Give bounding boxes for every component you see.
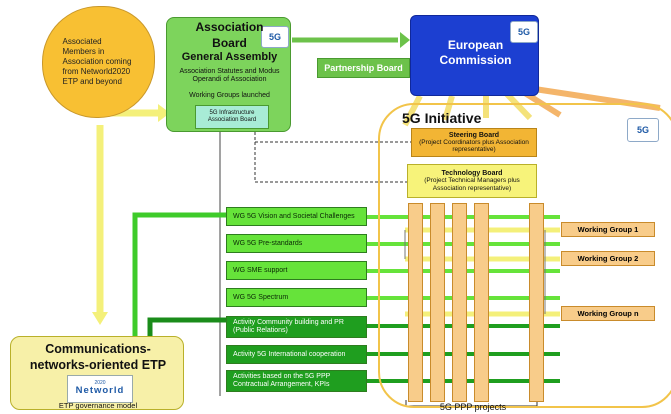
project-bar bbox=[452, 203, 467, 402]
project-bar bbox=[430, 203, 445, 402]
projects-label: 5G PPP projects bbox=[439, 402, 507, 412]
project-bar bbox=[408, 203, 423, 402]
wg-vision: WG 5G Vision and Societal Challenges bbox=[226, 207, 367, 226]
working-group-2: Working Group 2 bbox=[561, 251, 655, 266]
steering-board-title: Steering Board bbox=[448, 131, 500, 139]
technology-board-title: Technology Board bbox=[441, 170, 503, 178]
association-title-1: Association bbox=[195, 20, 264, 34]
commission-title-1: European bbox=[447, 38, 504, 52]
working-group-1: Working Group 1 bbox=[561, 222, 655, 237]
networld-logo-small: 2020 bbox=[94, 380, 106, 387]
technology-board-subtitle: (Project Technical Managers plus Associa… bbox=[424, 177, 520, 192]
activity-community: Activity Community building and PR (Publ… bbox=[226, 316, 367, 338]
steering-board-subtitle: (Project Coordinators plus Association r… bbox=[419, 138, 529, 153]
5g-initiative-box bbox=[378, 103, 671, 408]
wg-spectrum: WG 5G Spectrum bbox=[226, 288, 367, 307]
cloud-text: Associated Members in Association coming… bbox=[62, 37, 132, 86]
working-groups-launched: Working Groups launched bbox=[189, 92, 270, 99]
activity-international: Activity 5G International cooperation bbox=[226, 345, 367, 364]
steering-board: Steering Board (Project Coordinators plu… bbox=[411, 128, 537, 157]
5g-logo-icon: 5G bbox=[627, 118, 659, 142]
wg-sme-support: WG SME support bbox=[226, 261, 367, 280]
etp-governance: ETP governance model bbox=[58, 401, 138, 410]
networld-logo-text: Networld bbox=[75, 385, 125, 397]
etp-title-1: Communications- bbox=[45, 342, 151, 356]
partnership-board: Partnership Board bbox=[317, 58, 410, 78]
networld-logo: 2020 Networld bbox=[67, 375, 133, 403]
5g-logo-icon: 5G bbox=[261, 26, 289, 48]
infrastructure-board: 5G Infrastructure Association Board bbox=[195, 105, 269, 129]
etp-title-2: networks-oriented ETP bbox=[29, 358, 167, 372]
partnership-board-label: Partnership Board bbox=[324, 63, 403, 73]
infrastructure-board-label: 5G Infrastructure Association Board bbox=[207, 110, 257, 123]
wg-pre-standards: WG 5G Pre-standards bbox=[226, 234, 367, 253]
association-title-3: General Assembly bbox=[181, 51, 278, 63]
associated-members-cloud: Associated Members in Association coming… bbox=[42, 6, 155, 118]
association-title-2: Board bbox=[212, 36, 247, 50]
european-commission-box: 5G European Commission bbox=[410, 15, 539, 96]
commission-title-2: Commission bbox=[439, 53, 512, 67]
5g-logo-icon: 5G bbox=[510, 21, 538, 43]
5g-initiative-title: 5G Initiative bbox=[402, 110, 482, 126]
etp-box: Communications- networks-oriented ETP 20… bbox=[10, 336, 184, 410]
activity-contractual: Activities based on the 5G PPP Contractu… bbox=[226, 370, 367, 392]
project-bar bbox=[474, 203, 489, 402]
project-bar bbox=[529, 203, 544, 402]
association-box: 5G Association Board General Assembly As… bbox=[166, 17, 291, 132]
working-group-n: Working Group n bbox=[561, 306, 655, 321]
technology-board: Technology Board (Project Technical Mana… bbox=[407, 164, 537, 198]
association-statutes: Association Statutes and Modus Operandi … bbox=[179, 68, 280, 84]
